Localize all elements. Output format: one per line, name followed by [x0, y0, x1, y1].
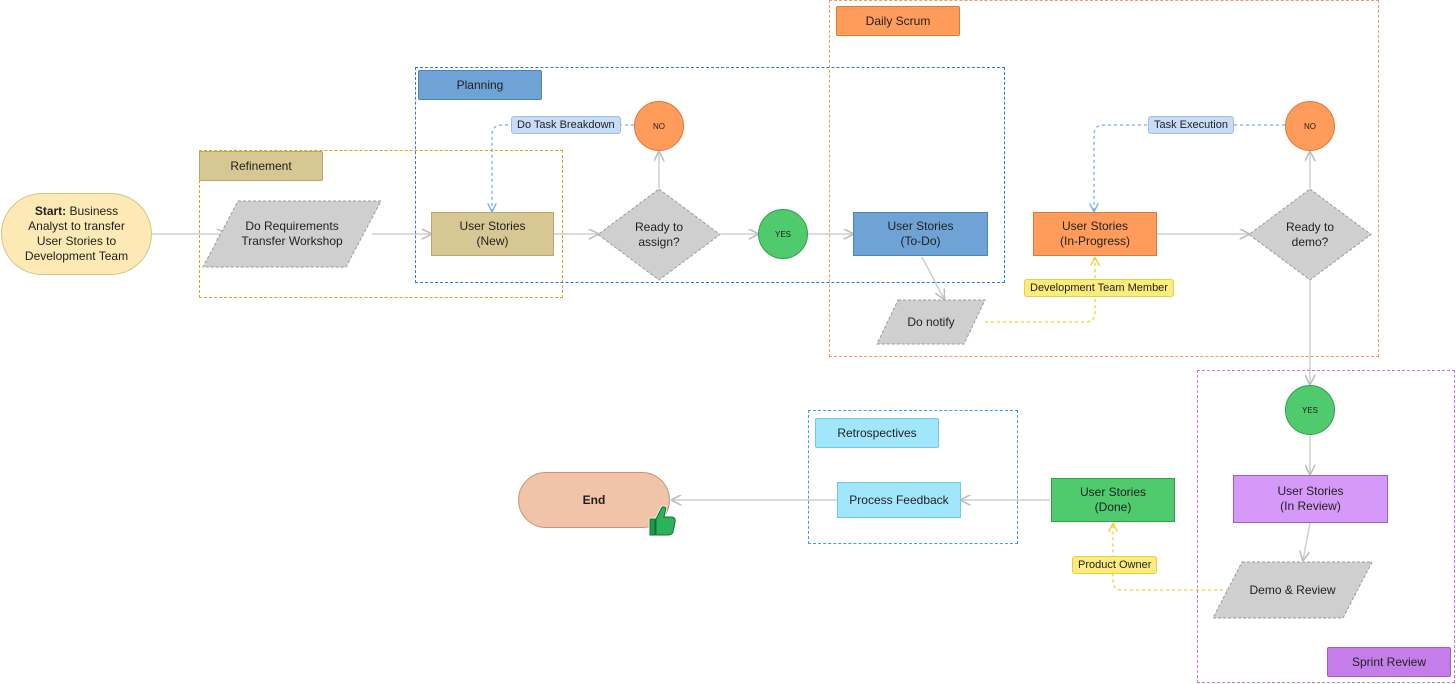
edge-todo-to-notify — [921, 256, 944, 299]
task-breakdown-label: Do Task Breakdown — [511, 116, 621, 134]
sprint-review-label: Sprint Review — [1327, 647, 1451, 677]
us-done-line-1: User Stories — [1079, 485, 1147, 499]
us-new-line-1: User Stories — [459, 219, 526, 233]
user-stories-inprogress[interactable]: User Stories(In-Progress) — [1033, 212, 1157, 256]
user-stories-todo[interactable]: User Stories(To-Do) — [853, 212, 988, 256]
sprint-review-frame — [1197, 370, 1455, 683]
planning-frame — [415, 67, 1005, 283]
user-stories-done[interactable]: User Stories(Done) — [1051, 478, 1175, 522]
end-terminal[interactable]: End — [518, 472, 670, 528]
us-todo-line-2: (To-Do) — [900, 234, 941, 248]
demo-review-node[interactable]: Demo & Review — [1212, 561, 1373, 619]
process-feedback-node[interactable]: Process Feedback — [837, 482, 961, 518]
do-notify-label: Do notify — [907, 314, 955, 329]
diamond-shape — [597, 188, 721, 281]
edge-demo-to-done — [1113, 524, 1235, 591]
us-new-line-2: (New) — [476, 234, 509, 248]
us-todo-line-1: User Stories — [887, 219, 954, 233]
dev-team-member-label: Development Team Member — [1024, 279, 1174, 297]
diamond-shape — [1248, 188, 1372, 281]
task-execution-label: Task Execution — [1148, 116, 1234, 134]
edge-notify-to-inprogress — [985, 258, 1095, 323]
us-inprogress-line-2: (In-Progress) — [1059, 234, 1130, 248]
ready-assign-line-1: Ready to — [634, 219, 684, 234]
refinement-frame — [199, 150, 563, 298]
workshop-line-2: Transfer Workshop — [241, 234, 343, 248]
retrospectives-frame — [808, 410, 1018, 544]
user-stories-new[interactable]: User Stories(New) — [431, 212, 554, 256]
parallelogram-shape — [876, 299, 986, 345]
us-inprogress-line-1: User Stories — [1061, 219, 1128, 233]
planning-label: Planning — [418, 70, 542, 100]
parallelogram-shape — [1212, 561, 1373, 619]
daily-scrum-frame — [829, 0, 1379, 357]
do-notify-node[interactable]: Do notify — [876, 299, 986, 345]
us-inreview-line-2: (In Review) — [1280, 499, 1341, 513]
ready-assign-line-2: assign? — [638, 234, 680, 249]
edge-no-to-new — [492, 124, 634, 211]
edge-inreview-to-demo — [1303, 522, 1311, 560]
no-assign-circle[interactable]: NO — [634, 101, 684, 151]
parallelogram-shape — [202, 200, 382, 268]
workshop-line-1: Do Requirements — [245, 219, 339, 233]
ready-demo-line-1: Ready to — [1285, 219, 1335, 234]
no-demo-circle[interactable]: NO — [1285, 101, 1335, 151]
start-terminal[interactable]: Start: Business Analyst to transfer User… — [1, 193, 152, 275]
user-stories-inreview[interactable]: User Stories(In Review) — [1233, 475, 1388, 523]
yes-demo-circle[interactable]: YES — [1285, 385, 1335, 435]
ready-demo-line-2: demo? — [1291, 234, 1329, 249]
us-inreview-line-1: User Stories — [1277, 484, 1344, 498]
edge-no-to-inprogress — [1094, 124, 1285, 211]
thumbs-up-icon — [644, 503, 678, 539]
daily-scrum-label: Daily Scrum — [836, 6, 960, 36]
start-bold: Start: — [34, 204, 67, 218]
refinement-label: Refinement — [199, 151, 323, 181]
start-text: Business Analyst to transfer User Storie… — [24, 204, 129, 263]
demo-review-label: Demo & Review — [1249, 582, 1336, 597]
end-label: End — [582, 492, 606, 507]
us-done-line-2: (Done) — [1094, 500, 1132, 514]
retrospectives-label: Retrospectives — [815, 418, 939, 448]
yes-assign-circle[interactable]: YES — [758, 209, 808, 259]
product-owner-label: Product Owner — [1072, 556, 1158, 574]
